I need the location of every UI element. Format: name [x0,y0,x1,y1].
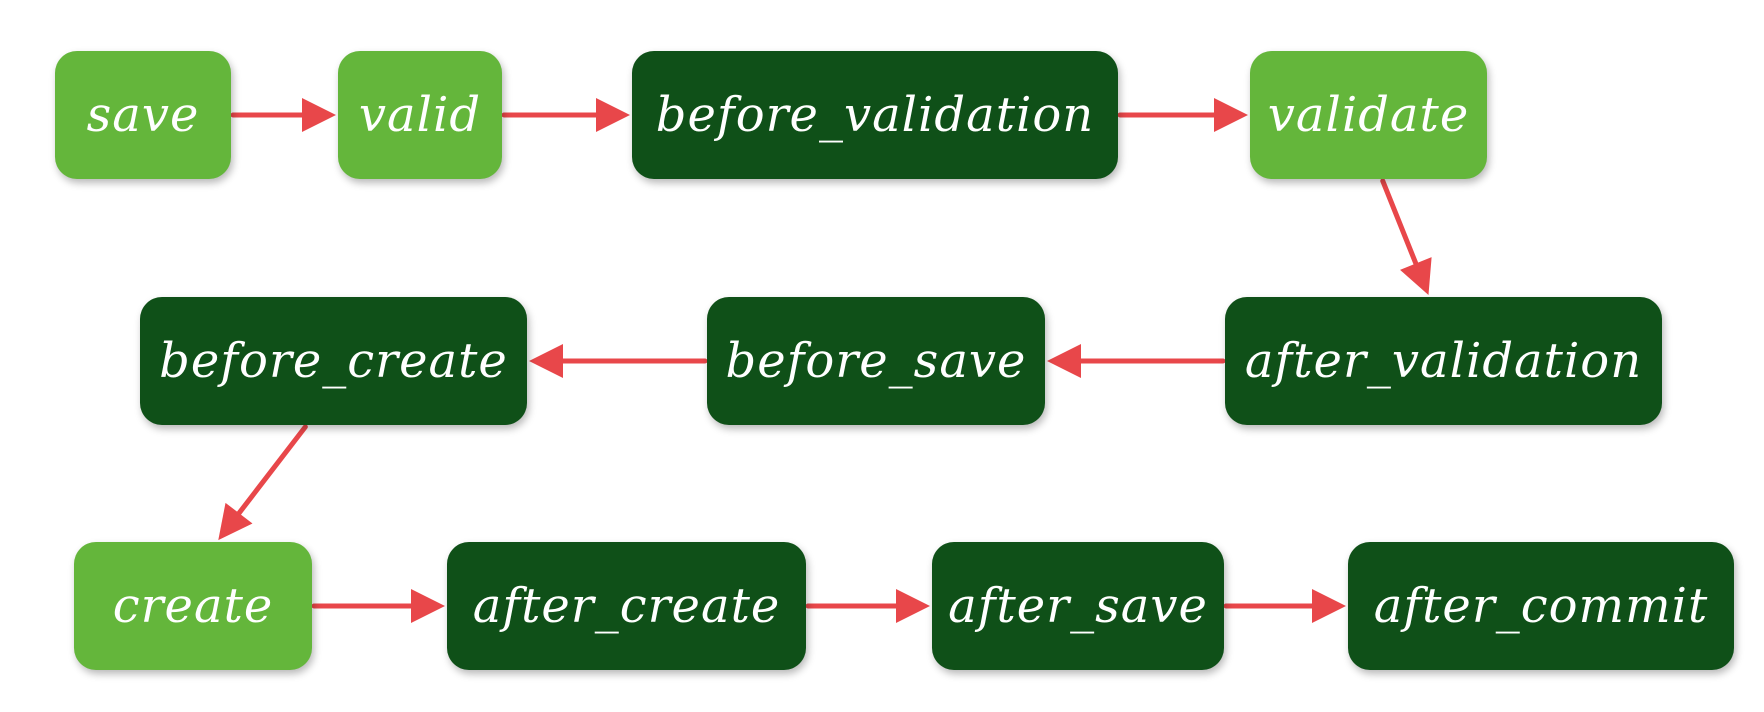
node-after-commit: after_commit [1348,542,1734,670]
arrow-head-validate-to-after_validation [1400,257,1432,296]
arrow-head-before_create-to-create [218,502,253,541]
arrow-head-save-to-valid [302,98,336,132]
arrow-line-before_create-to-create [236,424,308,516]
arrow-head-create-to-after_create [411,589,445,623]
node-after-save: after_save [932,542,1224,670]
arrow-head-after_validation-to-before_save [1047,344,1081,378]
arrow-head-after_create-to-after_save [896,589,930,623]
arrow-head-after_save-to-after_commit [1312,589,1346,623]
arrow-head-before_save-to-before_create [529,344,563,378]
node-before-create: before_create [140,297,527,425]
node-valid: valid [338,51,502,179]
node-before-validation: before_validation [632,51,1118,179]
node-after-create: after_create [447,542,806,670]
arrow-line-validate-to-after_validation [1380,178,1419,266]
arrow-head-before_validation-to-validate [1214,98,1248,132]
node-save: save [55,51,231,179]
arrow-head-valid-to-before_validation [596,98,630,132]
node-after-validation: after_validation [1225,297,1662,425]
node-before-save: before_save [707,297,1045,425]
node-validate: validate [1250,51,1487,179]
node-create: create [74,542,312,670]
